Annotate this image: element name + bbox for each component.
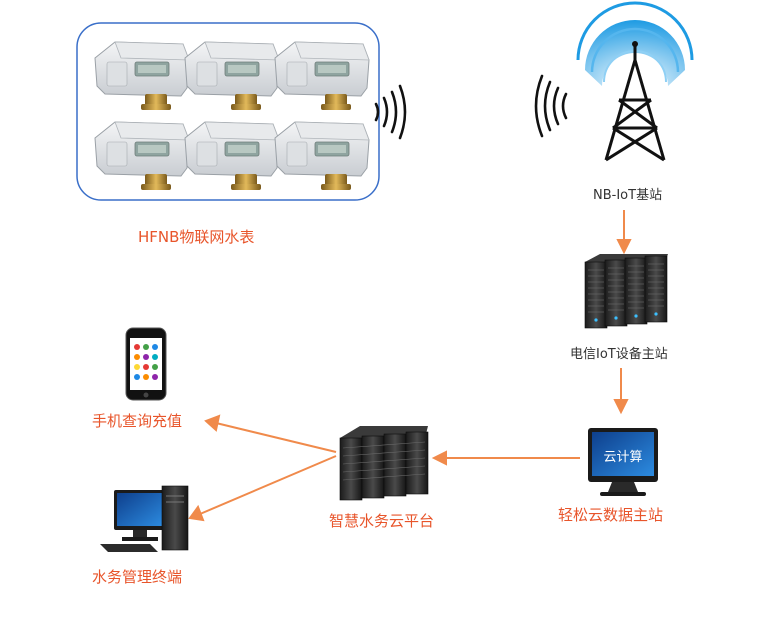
- meter-group-label: HFNB物联网水表: [138, 228, 255, 246]
- signal-waves-icon: [534, 74, 568, 138]
- flow-arrow: [204, 414, 337, 453]
- cloud-computing-monitor-icon: 云计算: [588, 428, 658, 496]
- telecom-master-label: 电信IoT设备主站: [570, 347, 668, 362]
- flow-arrow: [613, 368, 629, 415]
- signal-waves-icon: [374, 84, 407, 140]
- flow-arrow: [431, 450, 580, 466]
- flow-arrow: [188, 455, 337, 522]
- cell-tower-icon: [576, 1, 694, 162]
- mobile-label: 手机查询充值: [92, 412, 183, 430]
- flow-arrow: [616, 210, 632, 255]
- desktop-computer-icon: [100, 485, 189, 552]
- mobile-phone-icon: [125, 327, 167, 401]
- cloud-master-label: 轻松云数据主站: [558, 506, 664, 524]
- smart-platform-label: 智慧水务云平台: [329, 512, 435, 530]
- telecom-server-icon: [584, 254, 668, 329]
- cloud-platform-server-icon: [339, 426, 429, 501]
- screen-text: 云计算: [603, 450, 642, 465]
- terminal-label: 水务管理终端: [92, 568, 183, 586]
- base-station-label: NB-IoT基站: [593, 188, 663, 203]
